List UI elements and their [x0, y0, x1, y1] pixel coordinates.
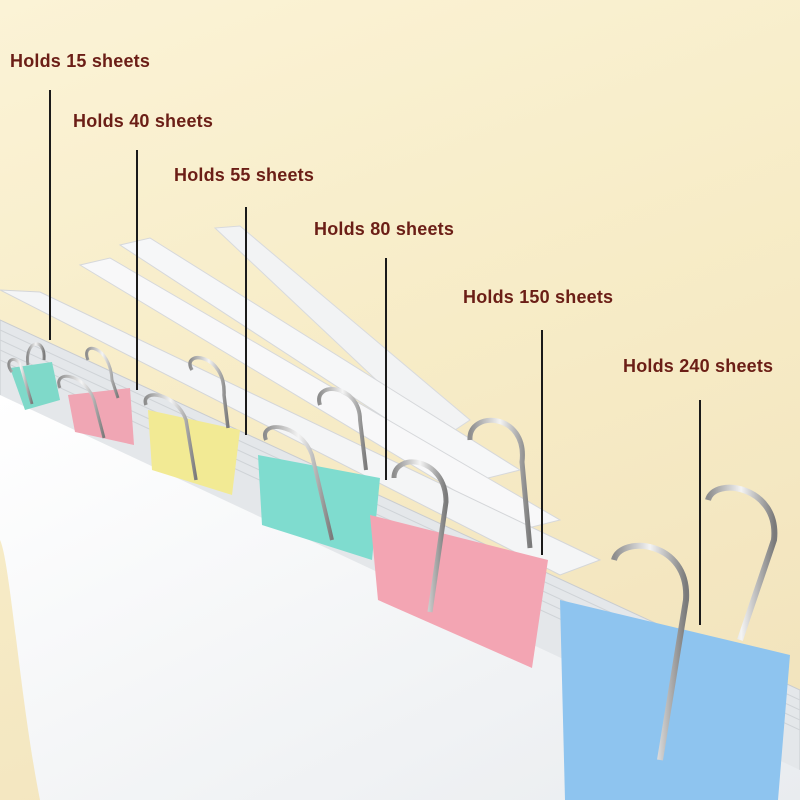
leader-line-4	[385, 258, 387, 480]
paper-sheets-back	[0, 225, 602, 576]
binder-clip-4	[258, 387, 380, 560]
label-holds-150: Holds 150 sheets	[463, 287, 614, 307]
leader-line-1	[49, 90, 51, 340]
label-holds-40: Holds 40 sheets	[73, 111, 214, 131]
label-holds-80: Holds 80 sheets	[314, 219, 455, 239]
binder-clip-2	[57, 346, 134, 445]
binder-clip-1	[7, 342, 60, 410]
binder-clip-3	[143, 356, 240, 495]
label-holds-240: Holds 240 sheets	[623, 356, 774, 376]
leader-line-2	[136, 150, 138, 390]
leader-line-6	[699, 400, 701, 625]
binder-clip-5	[370, 417, 548, 668]
label-holds-55: Holds 55 sheets	[174, 165, 315, 185]
label-holds-15: Holds 15 sheets	[10, 51, 151, 71]
leader-line-5	[541, 330, 543, 555]
binder-clip-6	[560, 484, 790, 800]
leader-line-3	[245, 207, 247, 435]
